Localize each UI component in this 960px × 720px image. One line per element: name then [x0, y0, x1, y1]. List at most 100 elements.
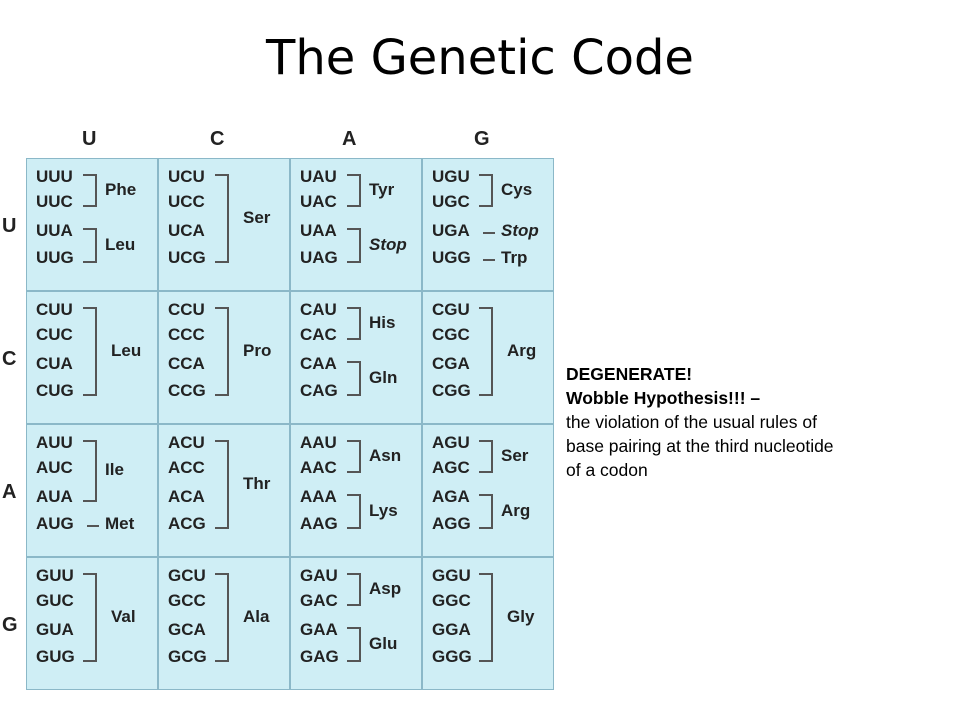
note-subheading: Wobble Hypothesis!!! – [566, 388, 761, 408]
amino-acid-label: Trp [501, 248, 528, 267]
codon-label: UCU [168, 167, 205, 186]
codon-label: CGU [432, 300, 470, 319]
codon-label: GAA [300, 620, 338, 639]
codon-block: CUU CUC CUA CUG Leu [26, 291, 158, 424]
amino-acid-label: Pro [243, 340, 272, 360]
codon-group-bracket [83, 573, 97, 662]
codon-label: AAA [300, 487, 337, 506]
codon-group-bracket [479, 174, 493, 207]
codon-label: ACC [168, 458, 205, 477]
codon-label: UAC [300, 192, 337, 211]
codon-label: CUA [36, 354, 73, 373]
note-text-line: the violation of the usual rules of [566, 412, 817, 432]
codon-label: UAG [300, 248, 338, 267]
codon-label: UUU [36, 167, 73, 186]
codon-label: AAC [300, 458, 337, 477]
codon-label: GGC [432, 591, 471, 610]
row-header-u: U [2, 215, 17, 237]
codon-label: AUA [36, 487, 73, 506]
codon-label: GCG [168, 647, 207, 666]
codon-label: AGG [432, 514, 471, 533]
amino-acid-label: Leu [105, 234, 136, 254]
amino-acid-label: Glu [369, 633, 398, 653]
codon-label: CCC [168, 325, 205, 344]
amino-acid-label: Asp [369, 578, 402, 598]
codon-group-bracket [347, 174, 361, 207]
codon-label: AGC [432, 458, 470, 477]
codon-label: AUG [36, 514, 74, 533]
amino-acid-label: Phe [105, 179, 137, 199]
codon-label: GCU [168, 566, 206, 585]
codon-label: AUU [36, 433, 73, 452]
codon-label: GUA [36, 620, 74, 639]
codon-label: UUC [36, 192, 73, 211]
codon-group-bracket [347, 228, 361, 263]
codon-connector [483, 232, 495, 234]
amino-acid-label: Cys [501, 179, 533, 199]
codon-label: AAG [300, 514, 338, 533]
codon-label: GUU [36, 566, 74, 585]
codon-label: CUU [36, 300, 73, 319]
codon-group-bracket [83, 228, 97, 263]
amino-acid-label: Lys [369, 500, 398, 520]
amino-acid-label: Met [105, 514, 135, 533]
note-text-line: base pairing at the third nucleotide [566, 436, 834, 456]
amino-acid-label: Leu [111, 340, 142, 360]
codon-group-bracket [479, 440, 493, 473]
codon-label: CGC [432, 325, 470, 344]
codon-label: GCA [168, 620, 206, 639]
codon-label: UCA [168, 221, 205, 240]
codon-label: GAG [300, 647, 339, 666]
note-text-line: of a codon [566, 460, 648, 480]
codon-label: UUG [36, 248, 74, 267]
codon-group-bracket [215, 440, 229, 529]
codon-label: UGC [432, 192, 470, 211]
codon-group-bracket [83, 307, 97, 396]
amino-acid-label: Arg [507, 340, 537, 360]
codon-label: UAA [300, 221, 337, 240]
codon-label: GUG [36, 647, 75, 666]
codon-label: GGU [432, 566, 471, 585]
amino-acid-label: Ser [243, 207, 271, 227]
codon-label: ACU [168, 433, 205, 452]
codon-label: UGU [432, 167, 470, 186]
amino-acid-label: Asn [369, 445, 402, 465]
codon-label: GUC [36, 591, 74, 610]
codon-group-bracket [347, 440, 361, 473]
amino-acid-label: Ser [501, 445, 529, 465]
codon-label: AAU [300, 433, 337, 452]
amino-acid-label: Thr [243, 473, 271, 493]
column-header-a: A [342, 128, 357, 150]
amino-acid-label: Gln [369, 367, 398, 387]
amino-acid-label: Ala [243, 606, 270, 626]
codon-label: CUC [36, 325, 73, 344]
codon-label: CCG [168, 381, 206, 400]
codon-label: ACG [168, 514, 206, 533]
codon-label: GGG [432, 647, 472, 666]
codon-group-bracket [347, 627, 361, 662]
codon-group-bracket [215, 573, 229, 662]
row-header-g: G [2, 614, 18, 636]
codon-label: CCA [168, 354, 205, 373]
codon-group-bracket [347, 361, 361, 396]
codon-group-bracket [83, 174, 97, 207]
codon-label: CUG [36, 381, 74, 400]
codon-label: AGA [432, 487, 470, 506]
codon-label: GAC [300, 591, 338, 610]
amino-acid-label: Gly [507, 606, 535, 626]
column-header-u: U [82, 128, 97, 150]
page-title: The Genetic Code [266, 30, 694, 86]
amino-acid-label: Ile [105, 460, 124, 479]
codon-group-bracket [347, 494, 361, 529]
codon-label: CGG [432, 381, 471, 400]
row-header-a: A [2, 481, 17, 503]
codon-group-bracket [347, 573, 361, 606]
